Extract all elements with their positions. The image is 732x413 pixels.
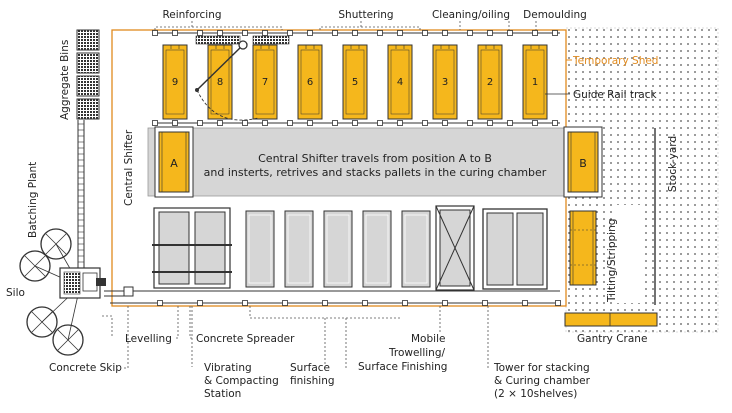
pallet-number: 2 <box>487 77 493 88</box>
pallet-number: 7 <box>262 77 268 88</box>
shifter-position-b: B <box>563 126 603 198</box>
label-tower-3: (2 × 10shelves) <box>494 388 577 400</box>
central-shifter-band <box>147 127 601 197</box>
label-tower-1: Tower for stacking <box>493 362 590 374</box>
label-aggregate-bins: Aggregate Bins <box>59 40 71 120</box>
label-mobile-3: Surface Finishing <box>358 361 447 373</box>
label-vibrating-1: Vibrating <box>204 362 252 374</box>
label-tower-2: & Curing chamber <box>494 375 591 387</box>
aggregate-bins <box>76 29 100 120</box>
label-concrete-skip: Concrete Skip <box>49 362 122 374</box>
label-guide-rail: Guide Rail track <box>573 89 657 101</box>
pallet-number: 5 <box>352 77 358 88</box>
pallet-number: 3 <box>442 77 448 88</box>
label-cleaning: Cleaning/oiling <box>432 9 510 21</box>
label-temporary-shed: Temporary Shed <box>572 55 658 67</box>
label-reinforcing: Reinforcing <box>162 9 221 21</box>
pallet-7: 7 <box>252 44 278 120</box>
label-tilting: Tilting/Stripping <box>606 219 618 303</box>
pallet-5: 5 <box>342 44 368 120</box>
label-stock-yard: Stock-yard <box>667 136 679 192</box>
silo-4 <box>52 285 84 356</box>
aggregate-conveyor <box>77 120 85 270</box>
position-a-label: A <box>170 157 178 170</box>
curing-tower <box>482 208 548 290</box>
silo-group <box>19 228 84 356</box>
position-b-label: B <box>579 157 587 170</box>
bottom-pallet-5 <box>401 210 431 288</box>
pallet-1: 1 <box>522 44 548 120</box>
top-pallet-row: 9 8 7 6 5 4 3 2 1 <box>162 44 548 120</box>
label-silo: Silo <box>6 287 25 299</box>
label-vibrating-3: Station <box>204 388 241 400</box>
reinforcing-mesh-left <box>195 35 241 45</box>
label-demoulding: Demoulding <box>523 9 587 21</box>
gantry-crane <box>564 312 658 327</box>
central-shifter-description-2: and insterts, retrives and stacks pallet… <box>204 166 547 179</box>
tilting-table <box>569 210 597 286</box>
reinforcing-mesh-right <box>252 35 290 45</box>
bottom-pallet-3 <box>323 210 353 288</box>
reinforcing-arm <box>196 44 244 91</box>
label-mobile-2: Trowelling/ <box>388 347 446 359</box>
mobile-trowelling-frame <box>435 205 475 291</box>
label-shuttering: Shuttering <box>338 9 393 21</box>
vibrating-station <box>152 207 232 289</box>
pallet-9: 9 <box>162 44 188 120</box>
pallet-6: 6 <box>297 44 323 120</box>
silo-1 <box>40 228 81 287</box>
silo-2 <box>19 250 81 287</box>
concrete-skip <box>123 286 134 297</box>
label-concrete-spreader: Concrete Spreader <box>196 333 295 345</box>
label-surface-2: finishing <box>290 375 335 387</box>
label-central-shifter: Central Shifter <box>123 129 135 206</box>
label-vibrating-2: & Compacting <box>204 375 279 387</box>
pallet-2: 2 <box>477 44 503 120</box>
pallet-4: 4 <box>387 44 413 120</box>
pallet-number: 4 <box>397 77 403 88</box>
label-surface-1: Surface <box>290 362 330 374</box>
label-gantry-crane: Gantry Crane <box>577 333 647 345</box>
pallet-8: 8 <box>207 44 233 120</box>
bottom-rail-markers <box>157 300 561 306</box>
pallet-number: 6 <box>307 77 313 88</box>
top-rail-markers <box>152 30 558 126</box>
bottom-leader-lines <box>102 306 489 370</box>
pallet-number: 1 <box>532 77 538 88</box>
label-batching-plant: Batching Plant <box>27 162 39 238</box>
pallet-number: 9 <box>172 77 178 88</box>
label-mobile-1: Mobile <box>411 333 445 345</box>
batching-mixer <box>59 267 106 299</box>
shifter-position-a: A <box>154 126 194 198</box>
pallet-3: 3 <box>432 44 458 120</box>
pallet-number: 8 <box>217 77 223 88</box>
top-leader-lines <box>154 21 537 30</box>
bottom-pallet-1 <box>245 210 275 288</box>
bottom-pallet-row <box>245 210 431 288</box>
bottom-pallet-2 <box>284 210 314 288</box>
label-levelling: Levelling <box>125 333 172 345</box>
central-shifter-description-1: Central Shifter travels from position A … <box>258 152 492 165</box>
bottom-pallet-4 <box>362 210 392 288</box>
